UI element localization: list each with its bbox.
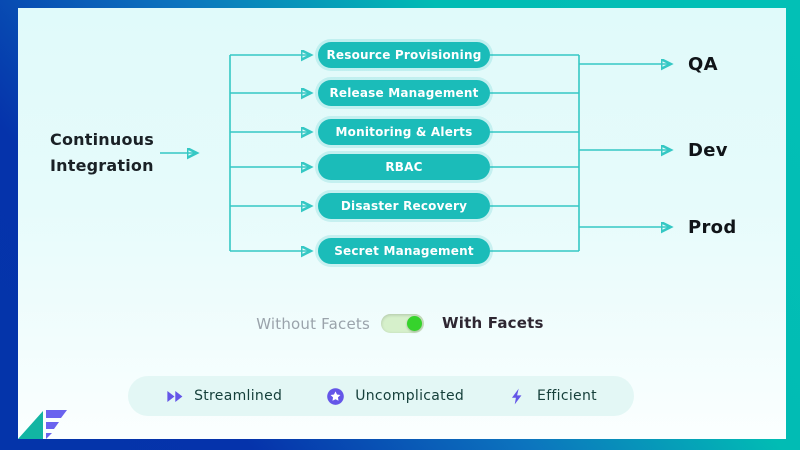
feature-label: Streamlined xyxy=(194,388,283,404)
slide-background xyxy=(18,8,786,439)
module-pill-label: Secret Management xyxy=(334,244,474,258)
lightning-icon xyxy=(512,388,522,404)
feature-efficient: Efficient xyxy=(508,387,597,406)
star-badge-icon xyxy=(327,387,344,405)
environment-label-dev: Dev xyxy=(688,140,728,161)
module-pill-rbac: RBAC xyxy=(318,154,490,180)
module-pill-label: Disaster Recovery xyxy=(340,199,468,213)
module-pill-release-management: Release Management xyxy=(318,80,490,106)
environment-label-qa: QA xyxy=(688,54,718,75)
feature-streamlined: Streamlined xyxy=(165,387,282,406)
module-pill-secret-management: Secret Management xyxy=(318,238,490,264)
features-bar: Streamlined Uncomplicated Efficient xyxy=(128,376,634,416)
feature-label: Efficient xyxy=(537,388,597,404)
feature-uncomplicated: Uncomplicated xyxy=(326,387,464,406)
fast-forward-icon xyxy=(167,390,183,402)
source-node-line1: Continuous xyxy=(50,130,154,149)
module-pill-label: RBAC xyxy=(385,160,423,174)
module-pill-label: Release Management xyxy=(329,86,479,100)
module-pill-label: Resource Provisioning xyxy=(326,48,482,62)
source-node-label: Continuous Integration xyxy=(50,127,170,179)
facets-toggle-switch[interactable] xyxy=(381,314,424,333)
module-pill-monitoring-alerts: Monitoring & Alerts xyxy=(318,119,490,145)
source-node-line2: Integration xyxy=(50,156,154,175)
toggle-knob xyxy=(407,316,422,331)
module-pill-resource-provisioning: Resource Provisioning xyxy=(318,42,490,68)
environment-label-prod: Prod xyxy=(688,217,737,238)
module-pill-disaster-recovery: Disaster Recovery xyxy=(318,193,490,219)
module-pill-label: Monitoring & Alerts xyxy=(335,125,473,139)
feature-label: Uncomplicated xyxy=(355,388,465,404)
toggle-on-label: With Facets xyxy=(442,314,544,332)
toggle-off-label: Without Facets xyxy=(256,315,370,333)
facets-logo-mark xyxy=(18,410,67,439)
